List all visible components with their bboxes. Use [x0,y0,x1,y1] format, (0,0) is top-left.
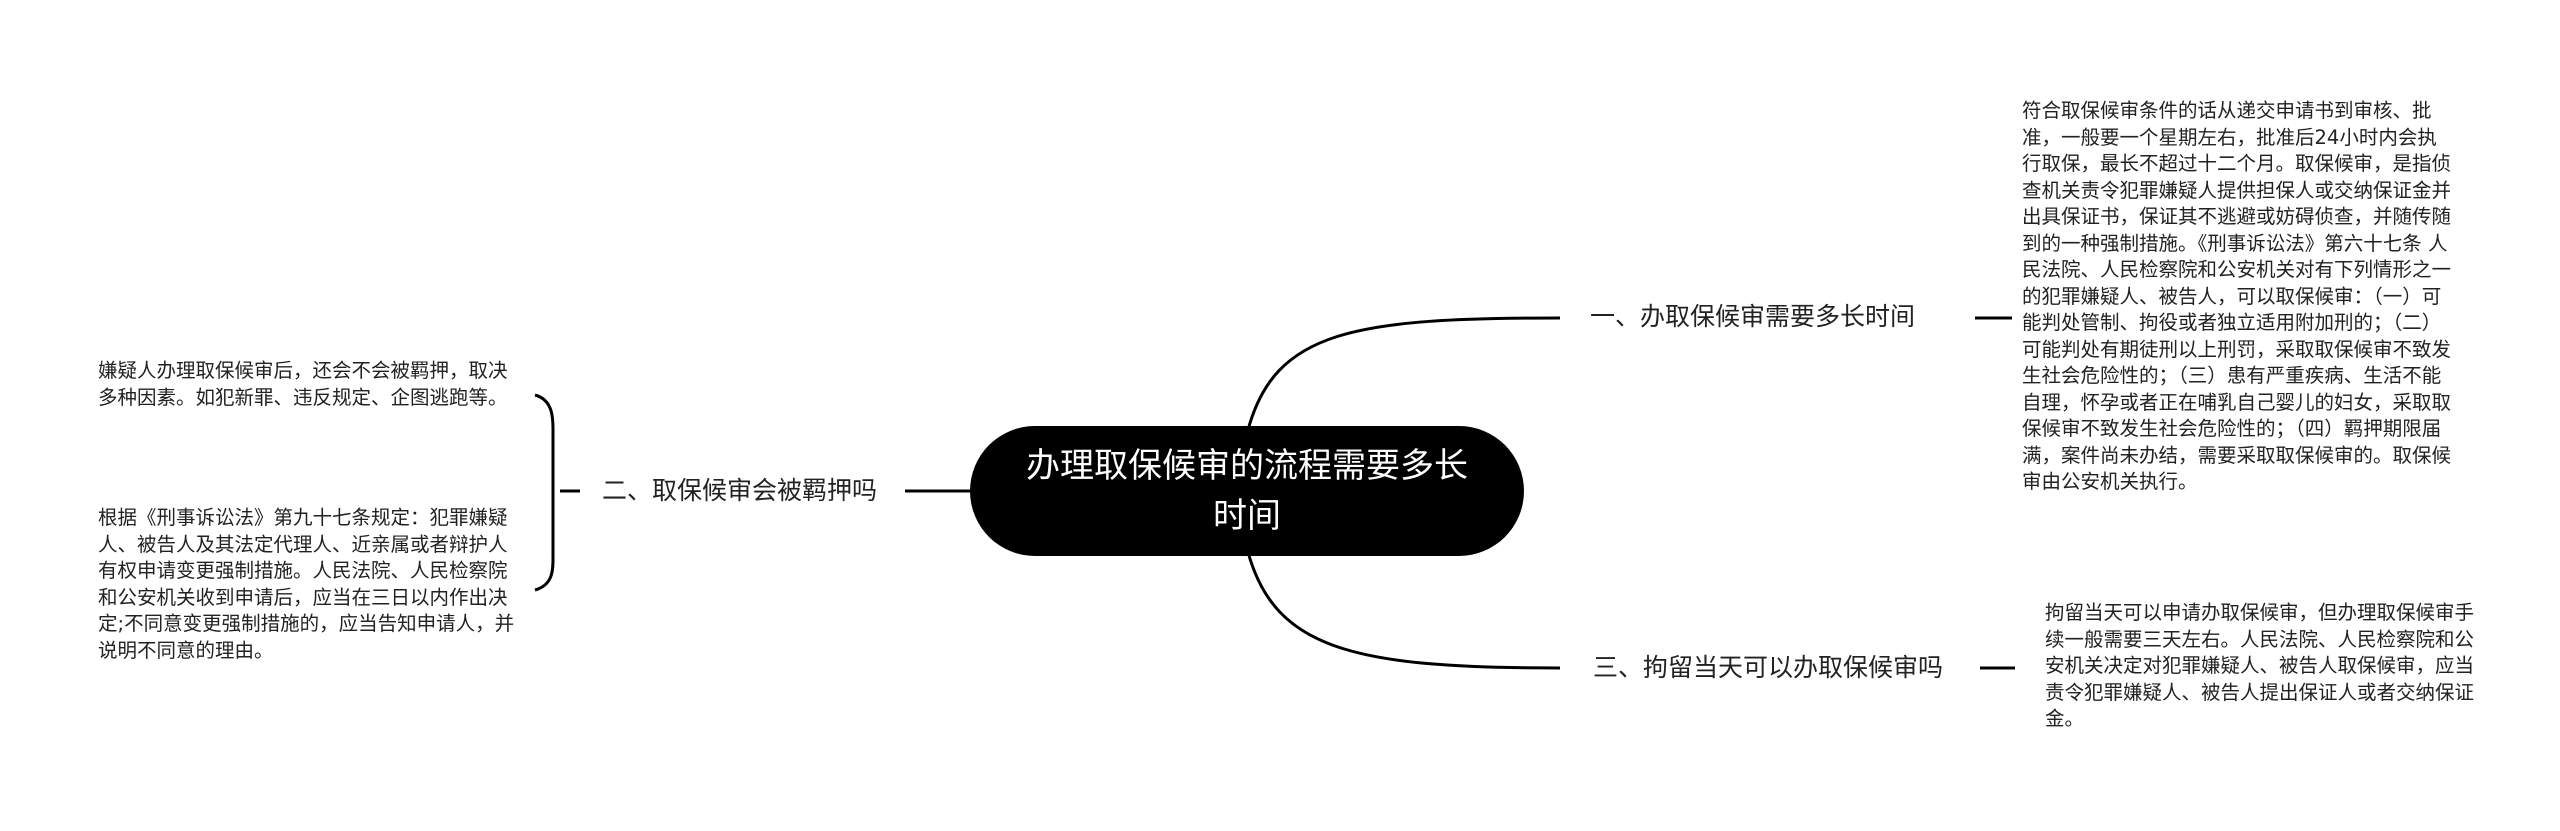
branch-label: 三、拘留当天可以办取保候审吗 [1593,653,1944,682]
branch-node-2[interactable]: 二、取保候审会被羁押吗 [602,474,877,508]
leaf-branch-2-2[interactable]: 根据《刑事诉讼法》第九十七条规定：犯罪嫌疑人、被告人及其法定代理人、近亲属或者辩… [98,505,526,664]
leaf-text: 嫌疑人办理取保候审后，还会不会被羁押，取决多种因素。如犯新罪、违反规定、企图逃跑… [98,359,508,409]
leaf-branch-3-1[interactable]: 拘留当天可以申请办取保候审，但办理取保候审手续一般需要三天左右。人民法院、人民检… [2045,600,2477,733]
connector-branch-2-bracket [534,393,580,592]
connector-root-branch-3 [1246,551,1561,670]
branch-label: 二、取保候审会被羁押吗 [602,476,878,505]
connector-root-branch-1 [1246,316,1561,431]
root-node[interactable]: 办理取保候审的流程需要多长时间 [970,426,1524,556]
leaf-text: 拘留当天可以申请办取保候审，但办理取保候审手续一般需要三天左右。人民法院、人民检… [2045,601,2475,730]
leaf-branch-1-1[interactable]: 符合取保候审条件的话从递交申请书到审核、批准，一般要一个星期左右，批准后24小时… [2022,98,2452,496]
branch-node-1[interactable]: 一、办取保候审需要多长时间 [1590,300,1915,334]
leaf-text: 符合取保候审条件的话从递交申请书到审核、批准，一般要一个星期左右，批准后24小时… [2022,99,2452,493]
leaf-branch-2-1[interactable]: 嫌疑人办理取保候审后，还会不会被羁押，取决多种因素。如犯新罪、违反规定、企图逃跑… [98,358,526,411]
leaf-text: 根据《刑事诉讼法》第九十七条规定：犯罪嫌疑人、被告人及其法定代理人、近亲属或者辩… [98,506,515,662]
branch-node-3[interactable]: 三、拘留当天可以办取保候审吗 [1593,651,1943,685]
root-title: 办理取保候审的流程需要多长时间 [1026,446,1468,536]
branch-label: 一、办取保候审需要多长时间 [1590,302,1916,331]
